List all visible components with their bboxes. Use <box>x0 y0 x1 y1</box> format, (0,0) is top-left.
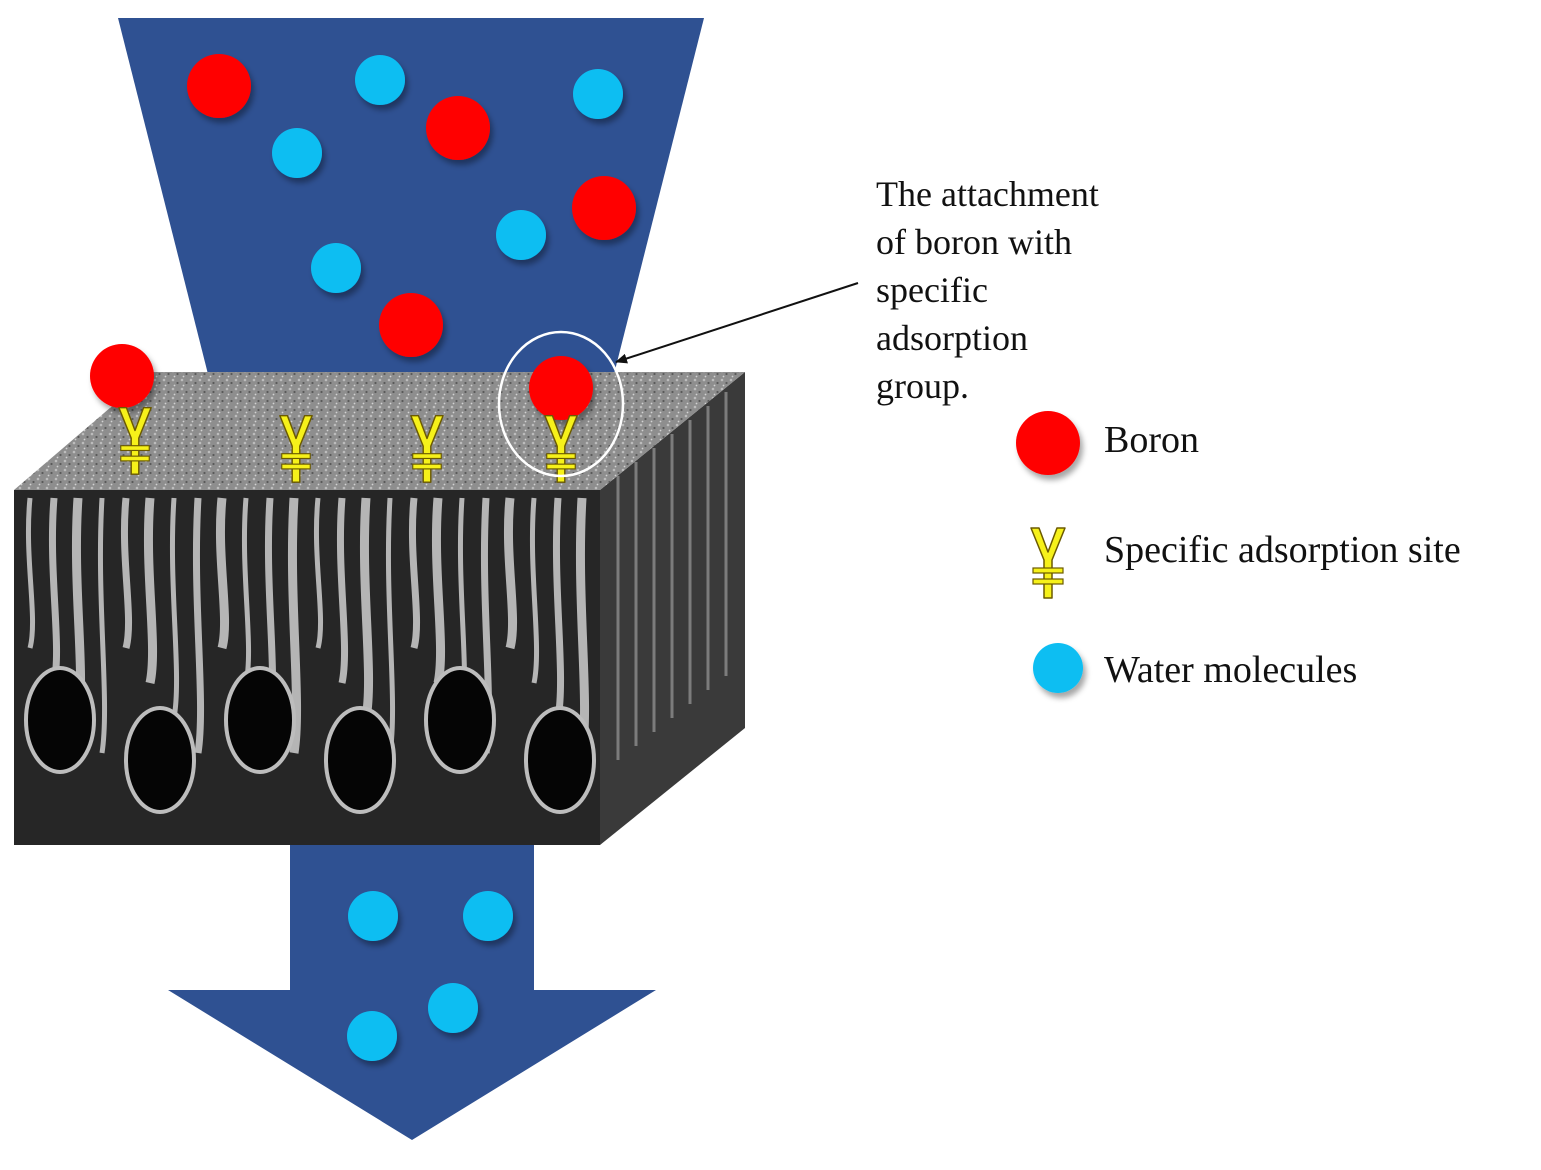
membrane-pores <box>24 392 728 814</box>
water-molecule <box>272 128 322 178</box>
legend-label-water: Water molecules <box>1104 649 1358 691</box>
water-molecule <box>428 983 478 1033</box>
callout-line-1: The attachment <box>876 174 1099 214</box>
boron-particle <box>572 176 636 240</box>
boron-particle <box>379 293 443 357</box>
water-molecule <box>311 243 361 293</box>
membrane-pore-wall <box>241 497 252 684</box>
membrane-pore-wall <box>313 497 324 649</box>
membrane-pore-wall <box>143 497 158 684</box>
membrane-block <box>14 372 745 845</box>
membrane-pore-wall <box>97 497 108 754</box>
membrane-pore-wall <box>529 497 540 684</box>
membrane-pore-wall <box>25 497 36 649</box>
boron-particle <box>187 54 251 118</box>
membrane-pore-wall <box>120 497 133 649</box>
membrane-pore-wall <box>192 497 205 754</box>
water-molecule <box>463 891 513 941</box>
callout-line-2: of boron with <box>876 222 1072 262</box>
membrane-macrovoid <box>124 706 196 814</box>
legend-label-adsorption-site: Specific adsorption site <box>1104 529 1461 571</box>
membrane-macrovoid <box>524 706 596 814</box>
membrane-pore-wall <box>575 497 590 754</box>
water-molecule <box>355 55 405 105</box>
water-molecule <box>496 210 546 260</box>
membrane-pore-wall <box>48 497 61 684</box>
membrane-macrovoid <box>424 666 496 774</box>
membrane-pore-wall <box>552 497 565 719</box>
membrane-front-face <box>14 490 600 845</box>
callout-line-3: specific <box>876 270 988 310</box>
boron-particle <box>426 96 490 160</box>
membrane-pore-wall <box>287 497 302 754</box>
water-molecule <box>347 1011 397 1061</box>
callout-annotation: The attachment of boron with specific ad… <box>876 170 1176 410</box>
membrane-pore-wall <box>215 497 230 650</box>
membrane-macrovoid <box>324 706 396 814</box>
water-molecule <box>573 69 623 119</box>
callout-line-5: group. <box>876 366 969 406</box>
boron-particle <box>529 356 593 420</box>
membrane-pore-wall <box>385 497 396 754</box>
permeate-arrow <box>168 845 656 1140</box>
water-molecule <box>348 891 398 941</box>
legend-adsorption-site-icon <box>1030 527 1066 599</box>
membrane-macrovoid <box>224 666 296 774</box>
membrane-pore-wall <box>336 497 349 684</box>
legend-water-icon <box>1033 643 1083 693</box>
membrane-pore-wall <box>169 497 180 719</box>
membrane-macrovoid <box>24 666 96 774</box>
highlight-circle <box>497 330 625 478</box>
membrane-pore-wall <box>503 497 518 650</box>
callout-arrow <box>615 282 859 364</box>
membrane-pore-wall <box>431 497 446 684</box>
particles <box>90 54 636 1061</box>
feed-funnel <box>118 18 704 390</box>
membrane-pore-wall <box>408 497 421 649</box>
boron-particle <box>90 344 154 408</box>
membrane-pore-wall <box>359 497 374 719</box>
legend-boron-icon <box>1016 411 1080 475</box>
legend-label-boron: Boron <box>1104 419 1199 461</box>
callout-line-4: adsorption <box>876 318 1028 358</box>
